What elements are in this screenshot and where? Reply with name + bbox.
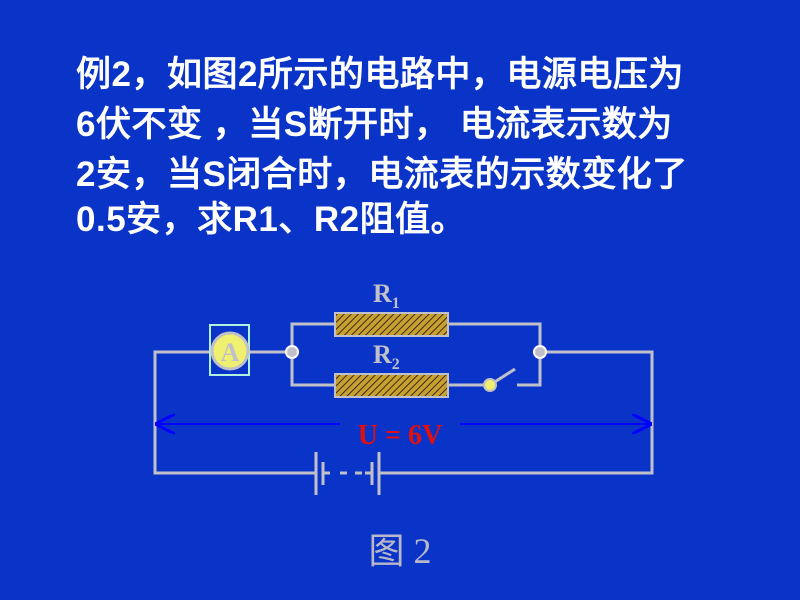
node-right xyxy=(533,345,547,359)
switch-pivot xyxy=(483,378,497,392)
problem-line-4: 0.5安，求R1、R2阻值。 xyxy=(76,200,467,239)
resistor-r1 xyxy=(334,312,449,337)
node-left xyxy=(285,345,299,359)
problem-line-3: 2安，当S闭合时，电流表的示数变化了 xyxy=(76,155,688,194)
resistor-r2 xyxy=(334,373,449,398)
voltage-label: U = 6V xyxy=(358,420,442,451)
ammeter-label: A xyxy=(221,338,240,367)
ammeter-icon xyxy=(210,331,250,371)
figure-caption: 图 2 xyxy=(368,531,432,571)
problem-line-1: 例2，如图2所示的电路中，电源电压为 xyxy=(76,55,684,94)
problem-line-2: 6伏不变 ，当S断开时， 电流表示数为 xyxy=(76,105,673,144)
r1-label: R1 xyxy=(373,279,400,312)
r2-label: R2 xyxy=(373,340,400,373)
battery-icon xyxy=(314,452,381,495)
